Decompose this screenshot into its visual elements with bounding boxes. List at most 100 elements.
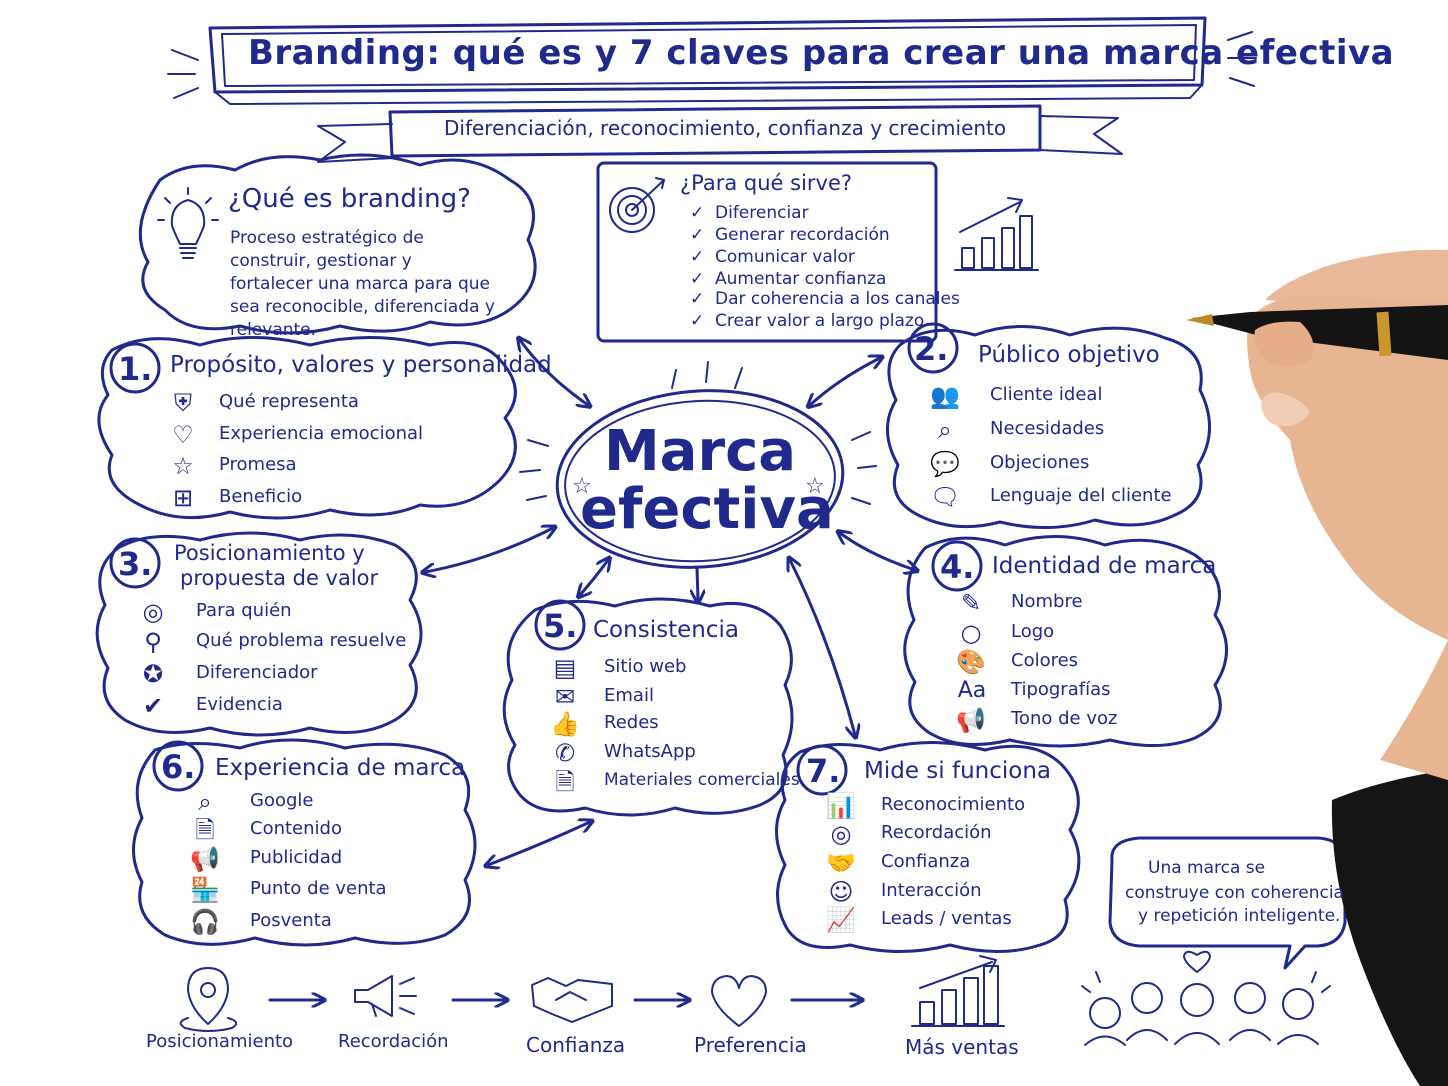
what-is-text: Proceso estratégico de construir, gestio… xyxy=(230,228,495,340)
what-is-title: ¿Qué es branding? xyxy=(228,184,471,214)
key-2-number: 2. xyxy=(914,330,949,368)
key-6-item: Punto de venta xyxy=(250,878,387,899)
key-6-item: Google xyxy=(250,790,314,811)
star-icon: ☆ xyxy=(172,452,194,480)
cloud-key-5 xyxy=(502,597,794,817)
key-6-number: 6. xyxy=(161,748,196,786)
subtitle-ribbon xyxy=(317,104,1123,163)
speech-line-3: y repetición inteligente. xyxy=(1138,906,1341,926)
key-6-item: Contenido xyxy=(250,818,342,839)
users-icon: 👥 xyxy=(930,382,960,410)
browser-window-icon: ▤ xyxy=(553,654,577,682)
bar-chart-icon: 📊 xyxy=(826,792,856,820)
shield-icon: ⛨ xyxy=(174,389,192,417)
lightbulb-icon xyxy=(157,187,219,259)
flow-label-trust: Confianza xyxy=(526,1033,626,1057)
purpose-item: Crear valor a largo plazo xyxy=(715,311,925,331)
document-icon: 🗎 xyxy=(555,768,575,796)
key-5-title: Consistencia xyxy=(593,617,739,643)
key-4-item: Logo xyxy=(1011,621,1055,642)
check-circle-icon: ✔ xyxy=(142,692,164,720)
headset-icon: 🎧 xyxy=(190,908,220,936)
typography-icon: Aa xyxy=(957,678,987,703)
purpose-check: ✓ xyxy=(690,225,705,245)
key-4-item: Nombre xyxy=(1011,591,1083,612)
flow-label-positioning: Posicionamiento xyxy=(146,1031,294,1052)
hand-with-pen xyxy=(1186,249,1448,1086)
search-icon: ⌕ xyxy=(198,788,212,816)
speech-line-2: construye con coherencia xyxy=(1125,883,1344,903)
connector-arrows xyxy=(425,340,915,865)
phone-icon: ✆ xyxy=(554,739,576,767)
number-circles xyxy=(109,322,983,796)
circle-logo-icon: ○ xyxy=(960,619,982,647)
store-icon: 🏪 xyxy=(190,876,220,904)
key-2-item: Necesidades xyxy=(990,418,1105,439)
purpose-item: Comunicar valor xyxy=(715,247,855,267)
key-5-item: Sitio web xyxy=(604,656,687,677)
purpose-check: ✓ xyxy=(690,289,705,309)
key-3-item: Qué problema resuelve xyxy=(196,630,407,651)
thumbs-up-icon: 👍 xyxy=(550,710,580,738)
star-icon: ☆ xyxy=(572,474,592,499)
chat-bubble-icon: 💬 xyxy=(930,450,960,478)
key-2-item: Objeciones xyxy=(990,452,1090,473)
key-4-item: Colores xyxy=(1011,650,1079,671)
center-node xyxy=(519,361,877,569)
key-3-item: Evidencia xyxy=(196,694,283,715)
key-1-title: Propósito, valores y personalidad xyxy=(170,352,552,378)
box-purpose xyxy=(596,161,938,343)
key-3-item: Diferenciador xyxy=(196,662,318,683)
key-7-item: Leads / ventas xyxy=(881,908,1012,929)
growth-chart-icon xyxy=(954,197,1039,271)
center-line-1: Marca xyxy=(603,419,797,484)
cloud-key-2 xyxy=(886,325,1211,529)
key-2-item: Cliente ideal xyxy=(990,384,1103,405)
key-4-item: Tono de voz xyxy=(1011,708,1118,729)
key-4-item: Tipografías xyxy=(1011,679,1111,700)
cloud-key-4 xyxy=(903,535,1228,748)
search-icon: ⌕ xyxy=(938,416,952,444)
purpose-item: Dar coherencia a los canales xyxy=(715,289,960,309)
pencil-icon: ✎ xyxy=(960,589,982,617)
key-7-item: Recordación xyxy=(881,822,992,843)
key-2-item: Lenguaje del cliente xyxy=(990,485,1172,506)
key-6-title: Experiencia de marca xyxy=(215,755,466,781)
location-pin-icon: ⚲ xyxy=(144,628,162,656)
megaphone-icon: 📢 xyxy=(190,845,220,873)
key-6-item: Publicidad xyxy=(250,847,343,868)
key-1-item: Promesa xyxy=(219,454,297,475)
key-4-title: Identidad de marca xyxy=(992,553,1217,579)
key-5-number: 5. xyxy=(543,607,578,645)
flow-label-preference: Preferencia xyxy=(694,1033,807,1057)
target-icon: ◎ xyxy=(830,820,852,848)
key-3-number: 3. xyxy=(118,545,153,583)
palette-icon: 🎨 xyxy=(956,648,986,676)
key-3-item: Para quién xyxy=(196,600,292,621)
page-subtitle: Diferenciación, reconocimiento, confianz… xyxy=(444,116,1007,140)
chat-dots-icon: 🗨 xyxy=(930,483,961,511)
key-1-item: Beneficio xyxy=(219,486,303,507)
cloud-key-1 xyxy=(97,336,517,520)
key-7-item: Reconocimiento xyxy=(881,794,1026,815)
gift-icon: ⊞ xyxy=(172,484,194,512)
heart-icon: ♡ xyxy=(172,421,194,449)
bottom-flow xyxy=(179,955,1005,1032)
key-7-title: Mide si funciona xyxy=(864,758,1052,784)
key-7-item: Confianza xyxy=(881,851,971,872)
speech-line-1: Una marca se xyxy=(1148,858,1266,878)
key-6-item: Posventa xyxy=(250,910,332,931)
key-1-number: 1. xyxy=(118,350,153,388)
center-line-2: efectiva xyxy=(580,477,834,542)
key-7-item: Interacción xyxy=(881,880,982,901)
purpose-item: Diferenciar xyxy=(715,203,809,223)
document-icon: 🗎 xyxy=(195,816,215,844)
purpose-check: ✓ xyxy=(690,247,705,267)
award-ribbon-icon: ✪ xyxy=(142,660,164,688)
speech-bubble xyxy=(1108,836,1347,970)
target-icon xyxy=(609,177,665,233)
key-1-item: Qué representa xyxy=(219,391,359,412)
purpose-title: ¿Para qué sirve? xyxy=(680,171,853,195)
flow-label-recall: Recordación xyxy=(338,1031,449,1052)
